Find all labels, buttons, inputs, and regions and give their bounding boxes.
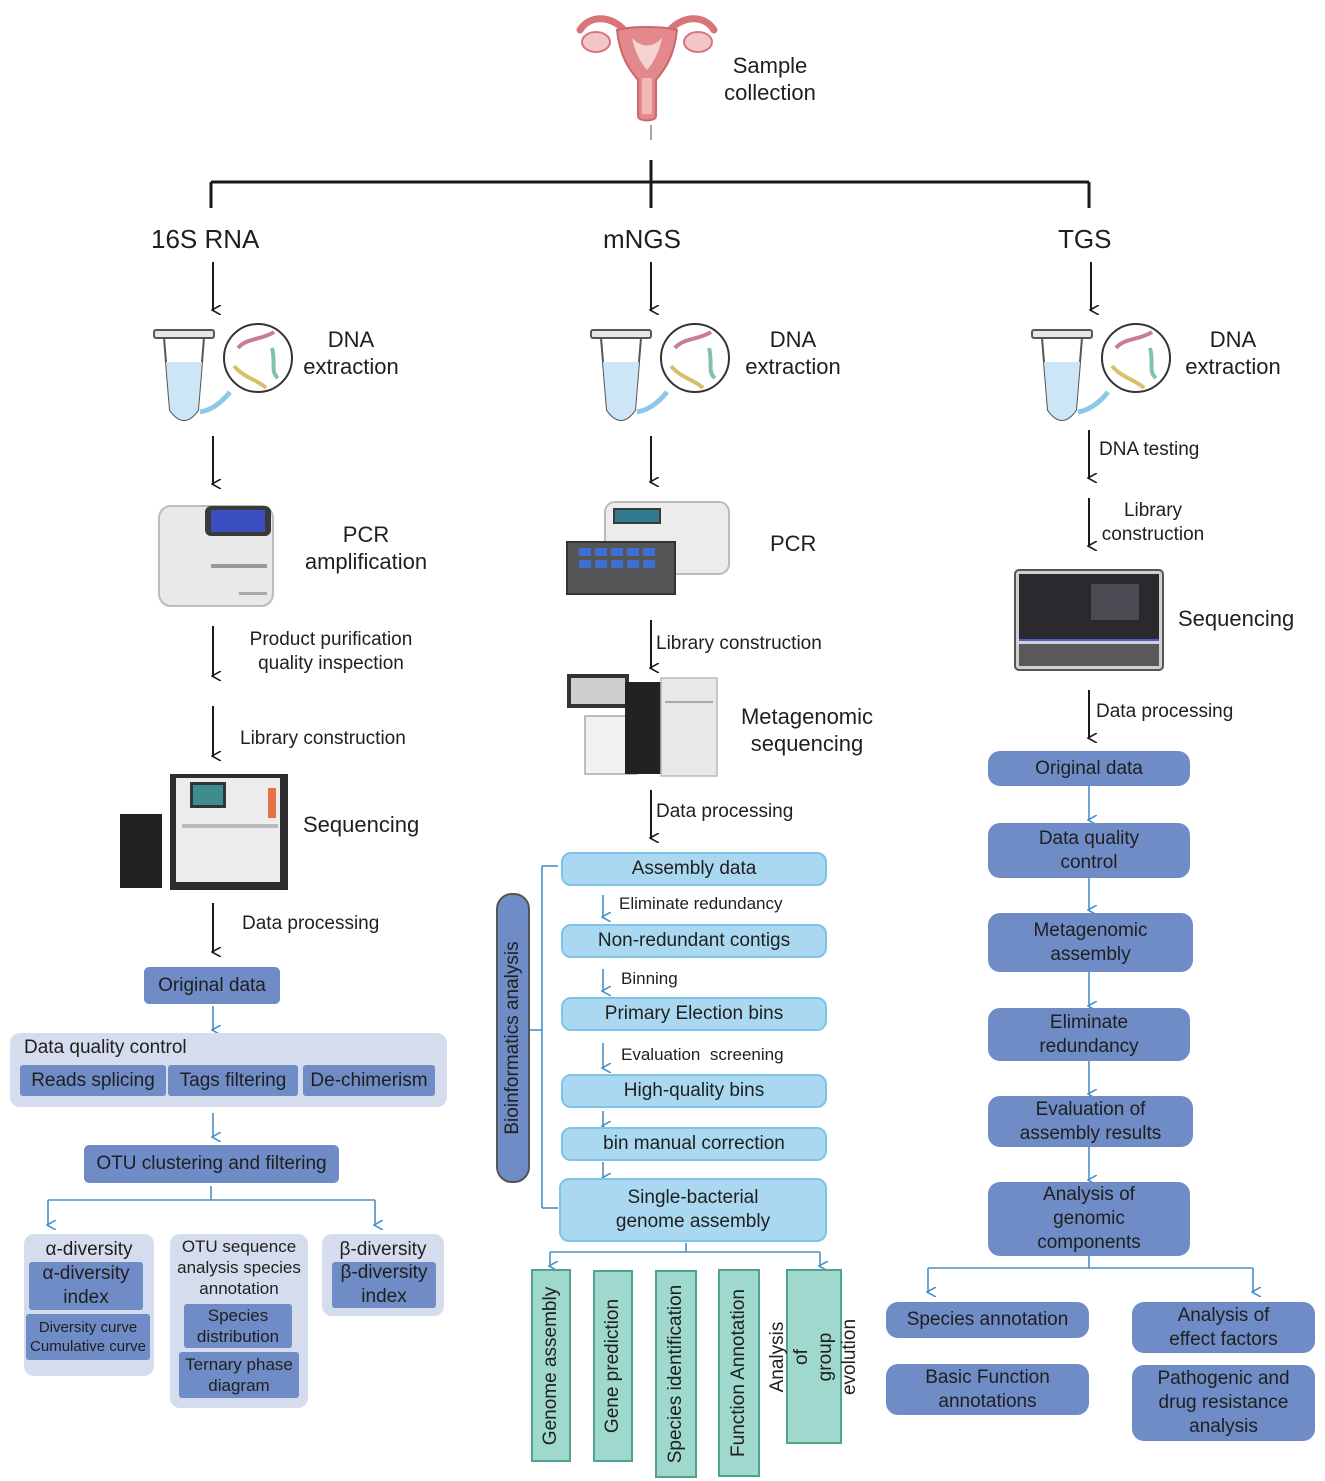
- basic-function-annotations: Basic Function annotations: [886, 1364, 1089, 1415]
- beta-diversity-title: β-diversity: [339, 1239, 427, 1260]
- primary-election-bins: Primary Election bins: [561, 997, 827, 1031]
- tgs-original-data: Original data: [988, 751, 1190, 786]
- data-quality-control-title: Data quality control: [24, 1037, 187, 1058]
- non-redundant-contigs: Non-redundant contigs: [561, 924, 827, 958]
- pcr-machine-icon: [566, 501, 730, 595]
- branch-mngs: mNGS: [603, 224, 681, 254]
- branch-tgs: TGS: [1058, 224, 1112, 254]
- branch-16s: 16S RNA: [151, 224, 260, 254]
- alpha-diversity-panel: α-diversity α-diversity index Diversity …: [24, 1234, 154, 1376]
- dna-extraction-mngs: DNA extraction: [745, 327, 841, 379]
- sequencer-icon: [120, 774, 288, 890]
- species-annotation: Species annotation: [886, 1302, 1089, 1338]
- bioinformatics-analysis-text: Bioinformatics analysis: [502, 941, 523, 1135]
- uterus-icon: [576, 15, 718, 122]
- data-processing-16s: Data processing: [242, 913, 380, 934]
- metagenomic-sequencer-icon: [567, 674, 718, 777]
- library-construction-tgs: Library construction: [1101, 500, 1205, 545]
- output-species-identification: Species identification: [655, 1270, 697, 1478]
- pathogenic-drug-resistance: Pathogenic and drug resistance analysis: [1132, 1365, 1315, 1441]
- dna-tube-icon: [590, 323, 730, 421]
- alpha-diversity-index: α-diversity index: [29, 1262, 143, 1310]
- tgs-metagenomic-assembly: Metagenomic assembly: [988, 913, 1193, 972]
- sample-collection-title: Sample collection: [724, 53, 816, 105]
- output-genome-assembly-text: Genome assembly: [540, 1286, 561, 1445]
- output-gene-prediction: Gene prediction: [593, 1270, 633, 1462]
- tags-filtering: Tags filtering: [168, 1065, 298, 1096]
- bin-manual-correction: bin manual correction: [561, 1127, 827, 1161]
- sequencing-16s: Sequencing: [303, 812, 420, 837]
- output-group-evolution: Analysis of group evolution: [767, 1269, 860, 1444]
- bioinformatics-analysis-label: Bioinformatics analysis: [496, 893, 530, 1183]
- dna-extraction-16s: DNA extraction: [303, 327, 399, 379]
- tgs-eliminate-redundancy: Eliminate redundancy: [988, 1008, 1190, 1061]
- metagenomic-sequencing-mngs: Metagenomic sequencing: [740, 704, 874, 756]
- binning-label: Binning: [621, 969, 678, 988]
- original-data-16s: Original data: [144, 967, 280, 1004]
- pcr-mngs: PCR: [770, 531, 817, 556]
- otu-sequence-annotation: OTU sequence analysis species annotation: [177, 1237, 301, 1298]
- beta-diversity-panel: β-diversity β-diversity index: [322, 1234, 444, 1316]
- alpha-diversity-title: α-diversity: [45, 1239, 133, 1260]
- single-bacterial-genome-assembly: Single-bacterial genome assembly: [559, 1178, 827, 1242]
- data-quality-control-panel: Data quality control Reads splicing Tags…: [10, 1033, 447, 1107]
- output-group-evolution-text: Analysis of group evolution: [767, 1318, 860, 1395]
- dna-extraction-tgs: DNA extraction: [1185, 327, 1281, 379]
- tgs-evaluation-assembly: Evaluation of assembly results: [988, 1096, 1193, 1147]
- data-processing-tgs: Data processing: [1096, 701, 1234, 722]
- eliminate-redundancy-label: Eliminate redundancy: [619, 894, 783, 913]
- evaluation-screening-label: Evaluation screening: [621, 1045, 784, 1064]
- effect-factors-analysis: Analysis of effect factors: [1132, 1302, 1315, 1353]
- reads-splicing: Reads splicing: [20, 1065, 166, 1096]
- output-gene-prediction-text: Gene prediction: [602, 1298, 623, 1434]
- pcr-machine-icon: [158, 505, 274, 607]
- assembly-data: Assembly data: [561, 852, 827, 886]
- otu-sequence-panel: OTU sequence analysis species annotation…: [170, 1234, 308, 1408]
- long-read-sequencer-icon: [1014, 569, 1164, 671]
- alpha-diversity-curves: Diversity curve Cumulative curve: [26, 1314, 150, 1360]
- library-construction-16s: Library construction: [240, 728, 406, 749]
- tgs-genomic-components: Analysis of genomic components: [988, 1182, 1190, 1256]
- purification-label: Product purification quality inspection: [249, 629, 413, 674]
- dna-tube-icon: [153, 323, 293, 421]
- output-species-identification-text: Species identification: [665, 1284, 686, 1464]
- beta-diversity-index: β-diversity index: [332, 1262, 436, 1308]
- library-construction-mngs: Library construction: [656, 633, 822, 654]
- species-distribution: Species distribution: [184, 1304, 292, 1348]
- output-function-annotation: Function Annotation: [718, 1269, 760, 1477]
- otu-clustering: OTU clustering and filtering: [84, 1145, 339, 1183]
- pcr-amplification-16s: PCR amplification: [304, 522, 428, 574]
- de-chimerism: De-chimerism: [303, 1065, 435, 1096]
- output-genome-assembly: Genome assembly: [531, 1269, 571, 1462]
- output-function-annotation-text: Function Annotation: [728, 1289, 749, 1457]
- tgs-data-quality-control: Data quality control: [988, 823, 1190, 878]
- sequencing-tgs: Sequencing: [1178, 606, 1295, 631]
- ternary-phase-diagram: Ternary phase diagram: [179, 1352, 299, 1398]
- dna-tube-icon: [1031, 323, 1171, 421]
- high-quality-bins: High-quality bins: [561, 1074, 827, 1108]
- data-processing-mngs: Data processing: [656, 801, 794, 822]
- dna-testing: DNA testing: [1099, 439, 1200, 460]
